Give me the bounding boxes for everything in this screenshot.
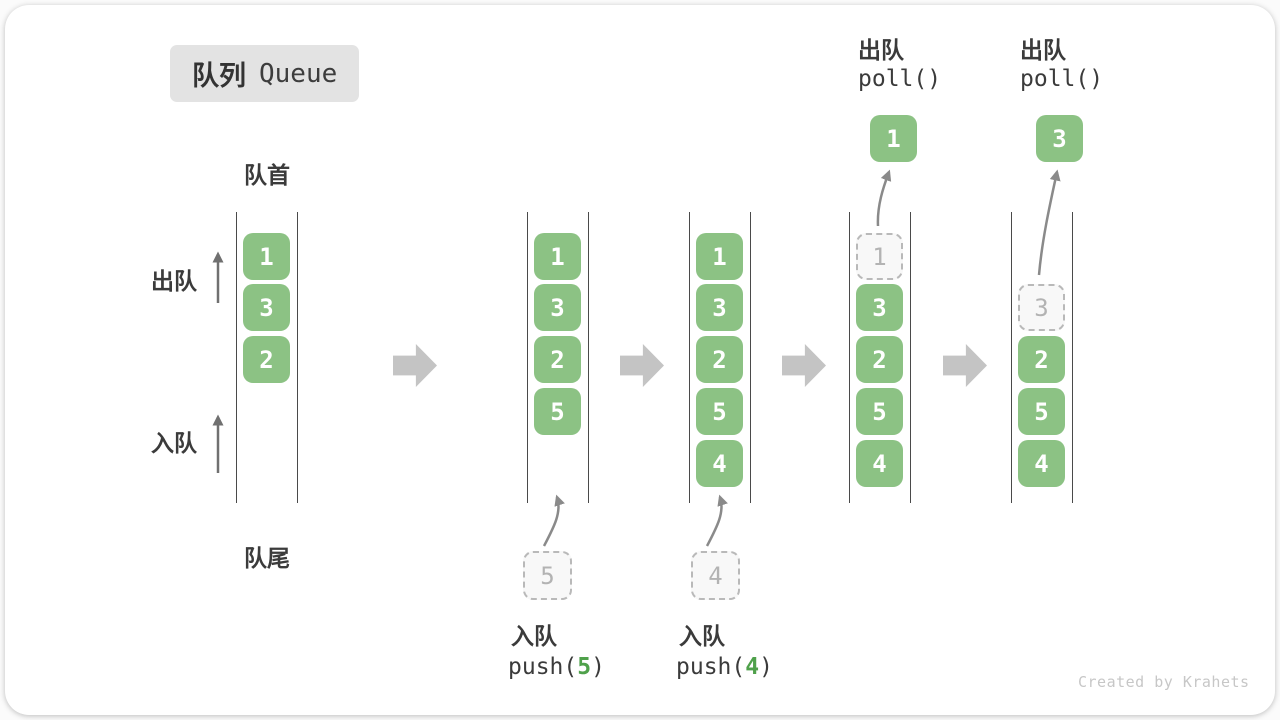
queue-cell: 4 [1018, 440, 1065, 487]
push-fn: push( [676, 654, 746, 680]
label-queue-front: 队首 [244, 162, 290, 188]
polled-cell: 3 [1036, 115, 1083, 162]
queue-cell: 5 [696, 388, 743, 435]
queue-cell: 1 [243, 233, 290, 280]
queue-column-5: 3 2 5 4 [1011, 212, 1073, 503]
queue-cell: 4 [856, 440, 903, 487]
queue-cell: 5 [534, 388, 581, 435]
poll-label-zh: 出队 [1020, 37, 1066, 63]
push-close: ) [759, 654, 773, 680]
queue-cell-ghost: 1 [856, 233, 903, 280]
label-enqueue: 入队 [151, 430, 197, 456]
queue-cell: 4 [696, 440, 743, 487]
queue-cell: 3 [243, 284, 290, 331]
push-code: push(4) [676, 654, 773, 680]
polled-cell: 1 [870, 115, 917, 162]
pending-cell: 5 [523, 551, 572, 600]
queue-cell: 1 [696, 233, 743, 280]
queue-cell: 2 [696, 336, 743, 383]
push-arg: 4 [745, 654, 760, 680]
label-dequeue: 出队 [151, 268, 197, 294]
queue-cell-ghost: 3 [1018, 284, 1065, 331]
poll-code: poll() [1020, 66, 1104, 92]
push-code: push(5) [508, 654, 605, 680]
watermark: Created by Krahets [1078, 673, 1250, 691]
queue-cell: 3 [534, 284, 581, 331]
push-label-zh: 入队 [511, 623, 557, 649]
queue-cell: 2 [243, 336, 290, 383]
pending-cell: 4 [691, 551, 740, 600]
queue-cell: 2 [856, 336, 903, 383]
push-fn: push( [508, 654, 578, 680]
push-arg: 5 [577, 654, 592, 680]
poll-label-zh: 出队 [858, 37, 904, 63]
queue-cell: 2 [1018, 336, 1065, 383]
queue-cell: 3 [856, 284, 903, 331]
label-queue-rear: 队尾 [244, 545, 290, 571]
queue-cell: 5 [856, 388, 903, 435]
title-badge: 队列 Queue [170, 45, 360, 102]
poll-code: poll() [858, 66, 942, 92]
queue-cell: 2 [534, 336, 581, 383]
push-close: ) [591, 654, 605, 680]
title-en: Queue [259, 58, 338, 89]
queue-cell: 1 [534, 233, 581, 280]
queue-cell: 5 [1018, 388, 1065, 435]
push-label-zh: 入队 [679, 623, 725, 649]
queue-cell: 3 [696, 284, 743, 331]
title-zh: 队列 [192, 61, 246, 91]
